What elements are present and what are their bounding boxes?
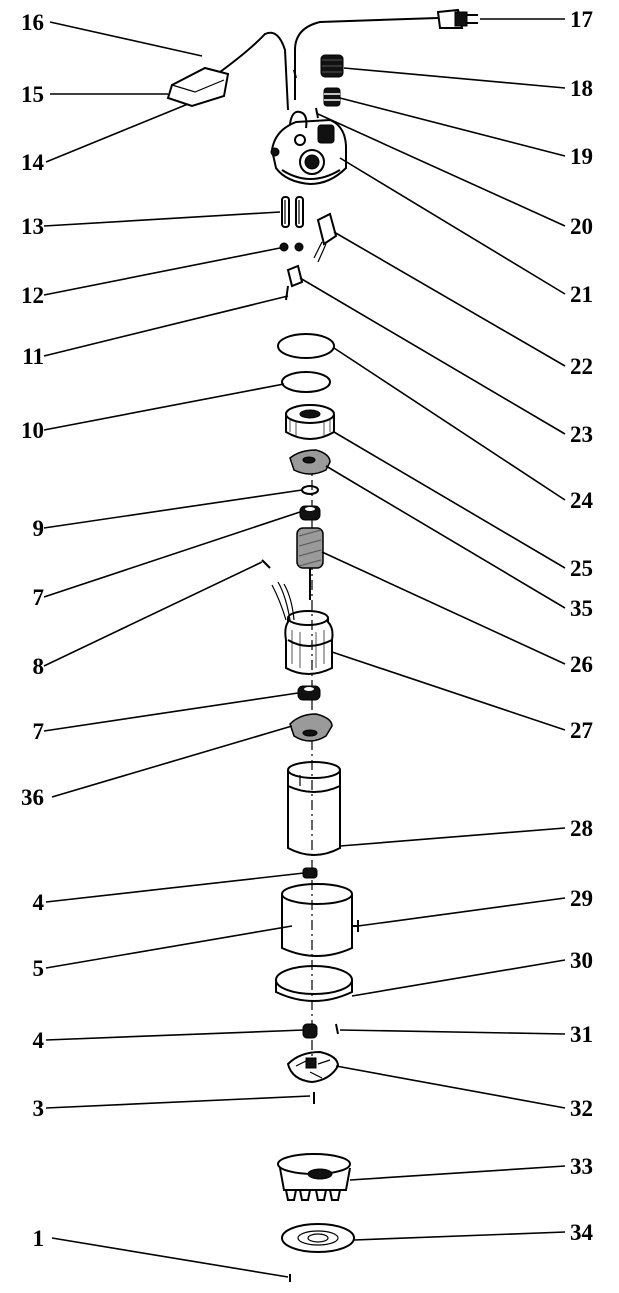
base-plate xyxy=(281,1223,355,1253)
callouts-right: 17 18 19 20 21 22 23 24 25 35 26 27 28 29 30 31 32 33 34 xyxy=(570,7,594,1245)
impeller xyxy=(286,1050,340,1084)
callout-left-11: 11 xyxy=(22,344,44,369)
callout-left-14: 14 xyxy=(21,150,45,175)
clamp-ring xyxy=(275,965,353,1002)
locating-pin xyxy=(335,1023,339,1035)
rotor xyxy=(296,527,324,600)
callout-left-4: 4 xyxy=(33,890,45,915)
callout-left-10: 10 xyxy=(21,418,44,443)
small-pin xyxy=(315,107,319,119)
cable-gland xyxy=(320,54,344,78)
callout-right-32: 32 xyxy=(570,1096,593,1121)
motor-sleeve xyxy=(287,761,341,856)
callout-right-35: 35 xyxy=(570,596,593,621)
seal-ring-large xyxy=(277,333,335,359)
callout-right-22: 22 xyxy=(570,354,593,379)
callout-right-29: 29 xyxy=(570,886,593,911)
pump-housing xyxy=(277,1153,351,1201)
callout-right-33: 33 xyxy=(570,1154,593,1179)
washer xyxy=(301,485,319,495)
callout-left-3: 3 xyxy=(33,1096,45,1121)
power-cable xyxy=(294,8,478,100)
seal-ring-small xyxy=(281,371,331,393)
callout-left-12: 12 xyxy=(21,283,44,308)
callout-left-1: 1 xyxy=(33,1226,45,1251)
callout-left-15: 15 xyxy=(21,82,44,107)
lower-bearing xyxy=(297,685,321,701)
upper-bearing xyxy=(299,505,321,521)
lower-end-cap xyxy=(289,713,333,742)
outer-shell xyxy=(281,883,359,957)
callout-right-19: 19 xyxy=(570,144,593,169)
shaft-seal-upper xyxy=(302,867,318,879)
callout-left-8: 8 xyxy=(33,654,45,679)
capacitor xyxy=(313,212,338,263)
callout-right-25: 25 xyxy=(570,556,593,581)
callout-right-31: 31 xyxy=(570,1022,593,1047)
float-switch xyxy=(166,31,297,111)
callout-right-27: 27 xyxy=(570,718,593,743)
callout-left-13: 13 xyxy=(21,214,44,239)
callout-right-24: 24 xyxy=(570,488,594,513)
terminal-clip xyxy=(286,264,304,288)
callout-right-28: 28 xyxy=(570,816,593,841)
callout-left-7: 7 xyxy=(33,585,45,610)
callout-right-18: 18 xyxy=(570,76,593,101)
callout-right-17: 17 xyxy=(570,7,593,32)
washer-right xyxy=(294,242,304,252)
callout-left-16: 16 xyxy=(21,10,44,35)
bearing-housing xyxy=(285,404,335,440)
parts-drawing xyxy=(166,8,478,1282)
callout-right-20: 20 xyxy=(570,214,593,239)
stator xyxy=(284,610,334,675)
callouts-left: 16 15 14 13 12 11 10 9 7 8 7 36 4 5 4 3 1 xyxy=(21,10,45,1251)
motor-cap xyxy=(270,110,347,186)
callout-left-7: 7 xyxy=(33,719,45,744)
callout-left-4: 4 xyxy=(33,1028,45,1053)
callout-right-26: 26 xyxy=(570,652,593,677)
wire-end xyxy=(261,559,271,569)
gland-nut xyxy=(323,87,341,107)
washer-left xyxy=(279,242,289,252)
callout-left-9: 9 xyxy=(33,516,45,541)
upper-end-cap xyxy=(289,449,331,475)
callout-right-21: 21 xyxy=(570,282,593,307)
callout-left-36: 36 xyxy=(21,785,44,810)
capacitor-pins xyxy=(281,196,304,228)
leader-lines xyxy=(43,18,566,1278)
callout-right-23: 23 xyxy=(570,422,593,447)
callout-right-30: 30 xyxy=(570,948,593,973)
callout-right-34: 34 xyxy=(570,1220,594,1245)
shaft-seal-lower xyxy=(302,1023,318,1039)
callout-left-5: 5 xyxy=(33,956,45,981)
small-screw xyxy=(285,285,289,301)
